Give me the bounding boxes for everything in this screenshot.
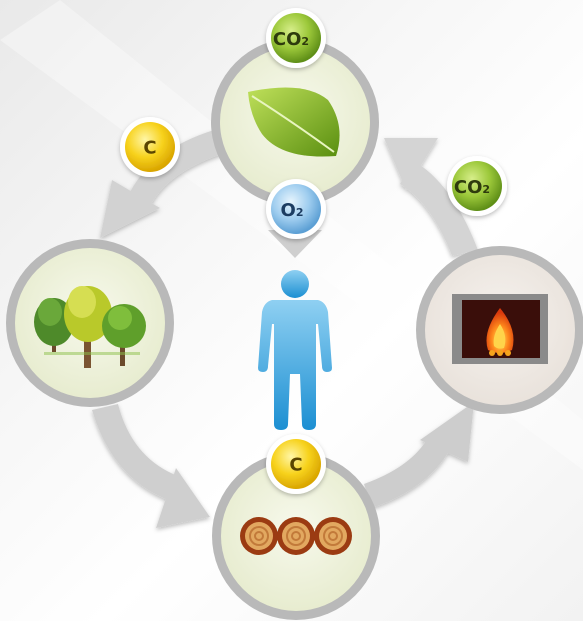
co2-badge-top: CO2	[266, 8, 326, 68]
svg-text:C: C	[143, 138, 156, 159]
cycle-arrows	[92, 130, 478, 528]
c-badge-left: C	[120, 117, 180, 177]
person-icon	[258, 270, 332, 430]
c-badge-bottom: C	[266, 434, 326, 494]
leaf-icon	[248, 87, 340, 157]
arrow-fire-to-leaf	[384, 138, 478, 256]
arrow-logs-to-fire	[364, 402, 474, 508]
logs-node	[212, 452, 380, 620]
co2-badge-right: CO2	[447, 156, 507, 216]
trees-node	[6, 239, 174, 407]
logs-icon	[240, 517, 352, 555]
svg-text:O2: O2	[281, 200, 304, 221]
o2-badge-center: O2	[266, 179, 326, 239]
svg-text:CO2: CO2	[273, 29, 309, 50]
svg-text:C: C	[289, 455, 302, 476]
leaf-node	[211, 38, 379, 206]
arrow-leaf-to-trees	[100, 130, 222, 238]
fireplace-node	[416, 246, 583, 414]
down-arrow-icon	[268, 230, 322, 258]
arrow-trees-to-logs	[92, 404, 210, 528]
svg-text:CO2: CO2	[454, 177, 490, 198]
trees-icon	[34, 286, 146, 368]
fireplace-icon	[452, 294, 548, 364]
